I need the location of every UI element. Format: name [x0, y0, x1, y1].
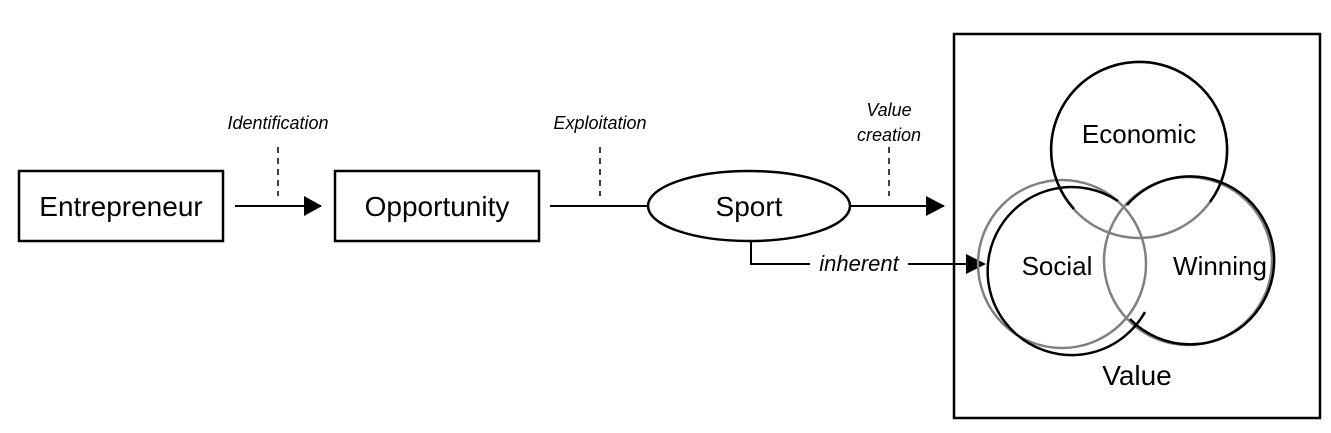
value-box-title: Value — [1102, 360, 1172, 391]
opportunity-label: Opportunity — [365, 191, 510, 222]
sport-label: Sport — [716, 191, 783, 222]
value-creation-label-line1: Value — [866, 100, 911, 120]
economic-circle — [1049, 60, 1229, 210]
winning-label: Winning — [1173, 251, 1267, 281]
winning-circle — [1126, 175, 1276, 346]
entrepreneur-node: Entrepreneur — [17, 169, 225, 243]
identification-arrowhead — [304, 196, 322, 216]
inherent-label: inherent — [819, 251, 899, 276]
opportunity-node: Opportunity — [333, 169, 541, 243]
identification-label: Identification — [227, 113, 328, 133]
inherent-arrowhead — [966, 254, 986, 274]
inherent-connector-start — [750, 241, 810, 265]
social-circle — [986, 185, 1147, 357]
exploitation-label: Exploitation — [553, 113, 646, 133]
entrepreneur-label: Entrepreneur — [39, 191, 202, 222]
social-label: Social — [1022, 251, 1093, 281]
venn-diagram — [976, 60, 1276, 357]
value-creation-label-line2: creation — [857, 125, 921, 145]
economic-label: Economic — [1082, 119, 1196, 149]
value-box — [952, 32, 1322, 420]
value-creation-arrowhead — [926, 196, 945, 216]
social-circle-inner — [976, 178, 1148, 350]
sport-node: Sport — [646, 169, 852, 243]
